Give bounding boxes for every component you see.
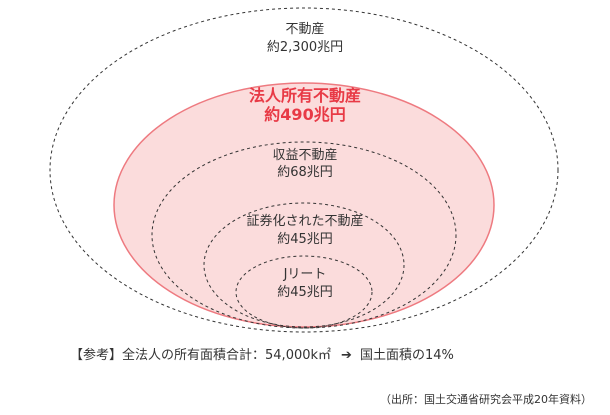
reference-result: 国土面積の14% xyxy=(359,348,454,363)
ring-jreit-name: Jリート xyxy=(283,267,327,282)
ring-income-real-estate-name: 収益不動産 xyxy=(272,147,337,163)
ring-jreit xyxy=(235,255,373,329)
ring-income-real-estate xyxy=(151,141,457,329)
ring-corporate-real-estate-name: 法人所有不動産 xyxy=(249,86,361,105)
reference-label: 【参考】 xyxy=(70,348,123,363)
ring-real-estate xyxy=(49,7,559,333)
ring-real-estate-value: 約2,300兆円 xyxy=(267,40,343,55)
ring-securitized-real-estate-name: 証券化された不動産 xyxy=(246,213,363,229)
reference-note: 【参考】全法人の所有面積合計：54,000k㎡ ➔ 国土面積の14% xyxy=(70,346,590,366)
ring-income-real-estate-value: 約68兆円 xyxy=(277,165,333,180)
ring-securitized-real-estate xyxy=(203,202,405,328)
right-arrow-icon: ➔ xyxy=(341,348,352,363)
ring-corporate-real-estate-value: 約490兆円 xyxy=(264,105,345,124)
ring-jreit-value: 約45兆円 xyxy=(277,285,333,300)
ring-securitized-real-estate-value: 約45兆円 xyxy=(277,232,333,247)
source-note: （出所：国土交通省研究会平成20年資料） xyxy=(380,393,592,406)
nested-market-size-diagram: 不動産 約2,300兆円 法人所有不動産 約490兆円 収益不動産 約68兆円 … xyxy=(49,7,559,333)
reference-statement: 全法人の所有面積合計：54,000k㎡ xyxy=(122,348,332,363)
ring-real-estate-name: 不動産 xyxy=(285,21,324,37)
